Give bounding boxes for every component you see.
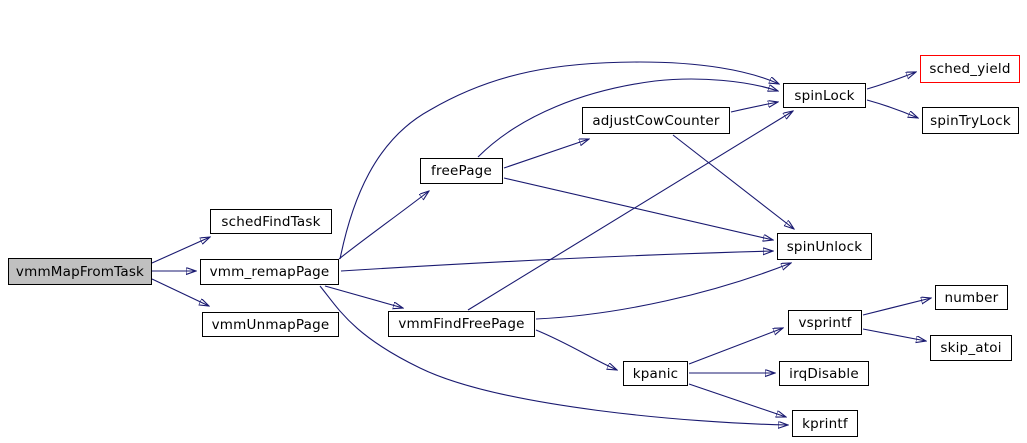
- edge-vmmMapFromTask-schedFindTask: [151, 237, 210, 264]
- edge-freePage-spinUnlock: [503, 177, 773, 240]
- edge-vmm_remapPage-spinUnlock: [340, 251, 773, 272]
- node-schedFindTask[interactable]: schedFindTask: [210, 209, 332, 234]
- edge-adjustCowCounter-spinLock: [730, 102, 778, 113]
- edge-freePage-adjustCowCounter: [503, 139, 589, 169]
- edge-vmmFindFreePage-spinLock: [467, 111, 793, 311]
- node-kprintf[interactable]: kprintf: [792, 410, 858, 437]
- edge-vmmFindFreePage-spinUnlock: [535, 263, 791, 320]
- node-vmm_remapPage[interactable]: vmm_remapPage: [200, 259, 339, 285]
- edge-vmmMapFromTask-vmmUnmapPage: [151, 278, 209, 306]
- edge-freePage-spinLock: [477, 78, 778, 158]
- edge-vmm_remapPage-spinLock: [339, 61, 779, 260]
- edge-vsprintf-number: [862, 298, 931, 316]
- node-irqDisable[interactable]: irqDisable: [779, 361, 869, 386]
- edge-kpanic-vsprintf: [688, 328, 783, 365]
- edge-vmmFindFreePage-kpanic: [535, 329, 617, 370]
- node-freePage[interactable]: freePage: [420, 158, 503, 184]
- node-spinLock[interactable]: spinLock: [783, 83, 866, 108]
- edge-vmm_remapPage-vmmFindFreePage: [324, 285, 403, 308]
- node-vmmUnmapPage[interactable]: vmmUnmapPage: [202, 312, 339, 337]
- node-skip_atoi[interactable]: skip_atoi: [930, 335, 1012, 361]
- node-sched_yield[interactable]: sched_yield: [920, 55, 1020, 83]
- node-adjustCowCounter[interactable]: adjustCowCounter: [582, 107, 730, 134]
- edge-spinLock-sched_yield: [866, 72, 916, 90]
- edge-kpanic-kprintf: [688, 383, 786, 417]
- node-vmmMapFromTask: vmmMapFromTask: [8, 258, 152, 285]
- node-kpanic[interactable]: kpanic: [623, 361, 688, 386]
- node-spinTryLock[interactable]: spinTryLock: [922, 107, 1019, 134]
- edge-adjustCowCounter-spinUnlock: [672, 134, 794, 229]
- node-spinUnlock[interactable]: spinUnlock: [777, 233, 872, 260]
- edge-spinLock-spinTryLock: [866, 99, 918, 118]
- node-vmmFindFreePage[interactable]: vmmFindFreePage: [388, 311, 535, 337]
- node-number[interactable]: number: [935, 285, 1008, 310]
- edge-vmm_remapPage-kprintf: [319, 285, 788, 425]
- node-vsprintf[interactable]: vsprintf: [788, 310, 862, 335]
- edge-vmm_remapPage-freePage: [338, 191, 429, 260]
- edge-vsprintf-skip_atoi: [862, 328, 926, 341]
